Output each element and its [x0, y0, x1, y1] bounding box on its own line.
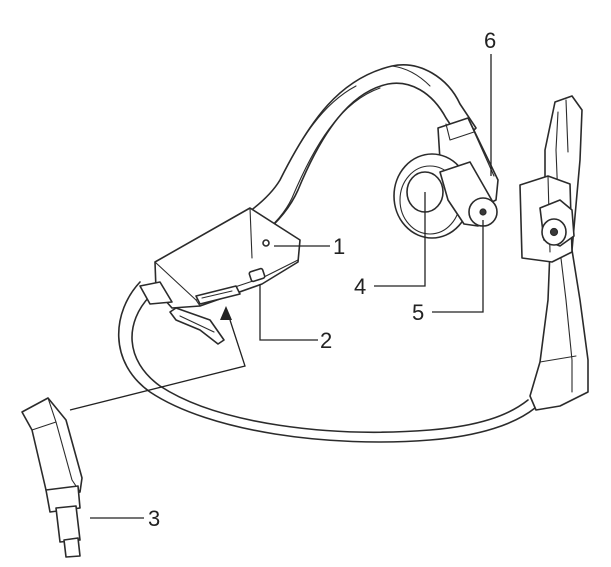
- charging-port-cover: [139, 281, 225, 345]
- insert-arrow: [220, 306, 232, 320]
- callout-5: 5: [412, 300, 424, 325]
- leader-4: [374, 192, 426, 287]
- cable-leader-line: [69, 319, 246, 411]
- indicator-dot: [262, 239, 270, 247]
- right-transducer: [519, 175, 575, 263]
- button-cluster: [195, 267, 266, 305]
- callout-3: 3: [148, 506, 160, 531]
- callout-6: 6: [484, 28, 496, 53]
- leader-2: [259, 284, 318, 341]
- callout-2: 2: [320, 328, 332, 353]
- transducer-arm: [439, 161, 498, 227]
- leader-5: [432, 220, 484, 313]
- usb-cable: [21, 397, 83, 558]
- callout-4: 4: [354, 274, 366, 299]
- neckband-cable: [117, 281, 536, 443]
- callout-1: 1: [333, 234, 345, 259]
